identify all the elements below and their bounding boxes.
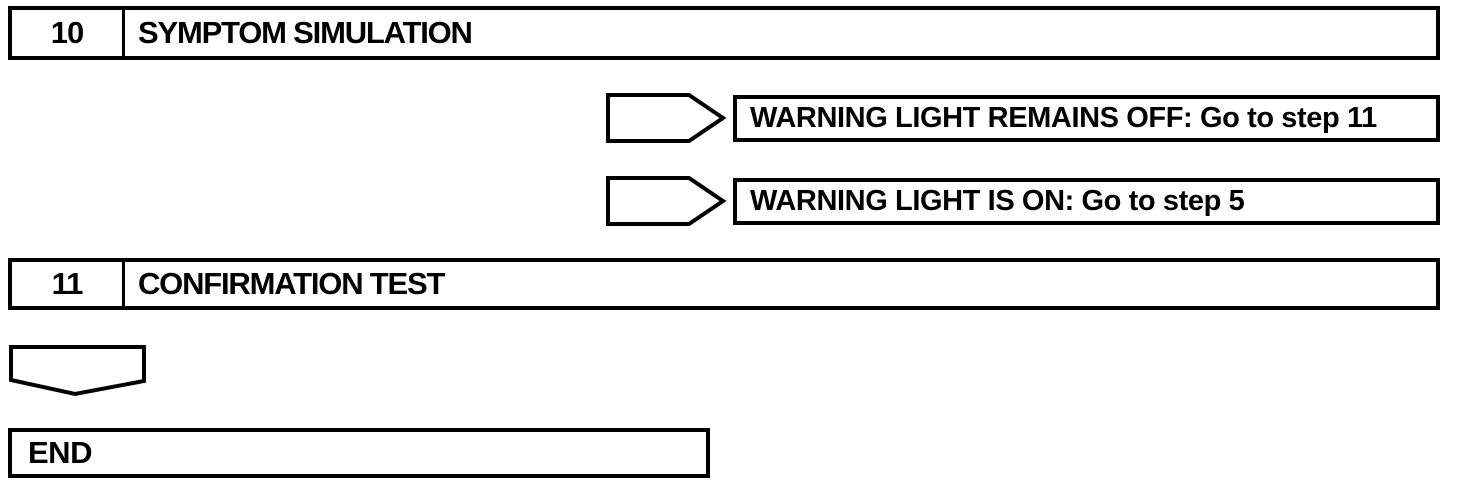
step-title: SYMPTOM SIMULATION [138, 15, 473, 50]
step-number: 11 [12, 262, 125, 306]
step-title: CONFIRMATION TEST [138, 266, 445, 301]
step-number: 10 [12, 10, 125, 56]
step-header-10: 10 SYMPTOM SIMULATION [8, 6, 1440, 60]
branch-result-warning-on: WARNING LIGHT IS ON: Go to step 5 [733, 178, 1440, 225]
flow-arrow-down-icon [9, 345, 146, 397]
flow-arrow-right-icon [606, 176, 727, 226]
flow-arrow-right-icon [606, 93, 727, 143]
step-header-11: 11 CONFIRMATION TEST [8, 258, 1440, 310]
end-terminal-box: END [8, 428, 710, 478]
branch-result-warning-off: WARNING LIGHT REMAINS OFF: Go to step 11 [733, 95, 1440, 142]
